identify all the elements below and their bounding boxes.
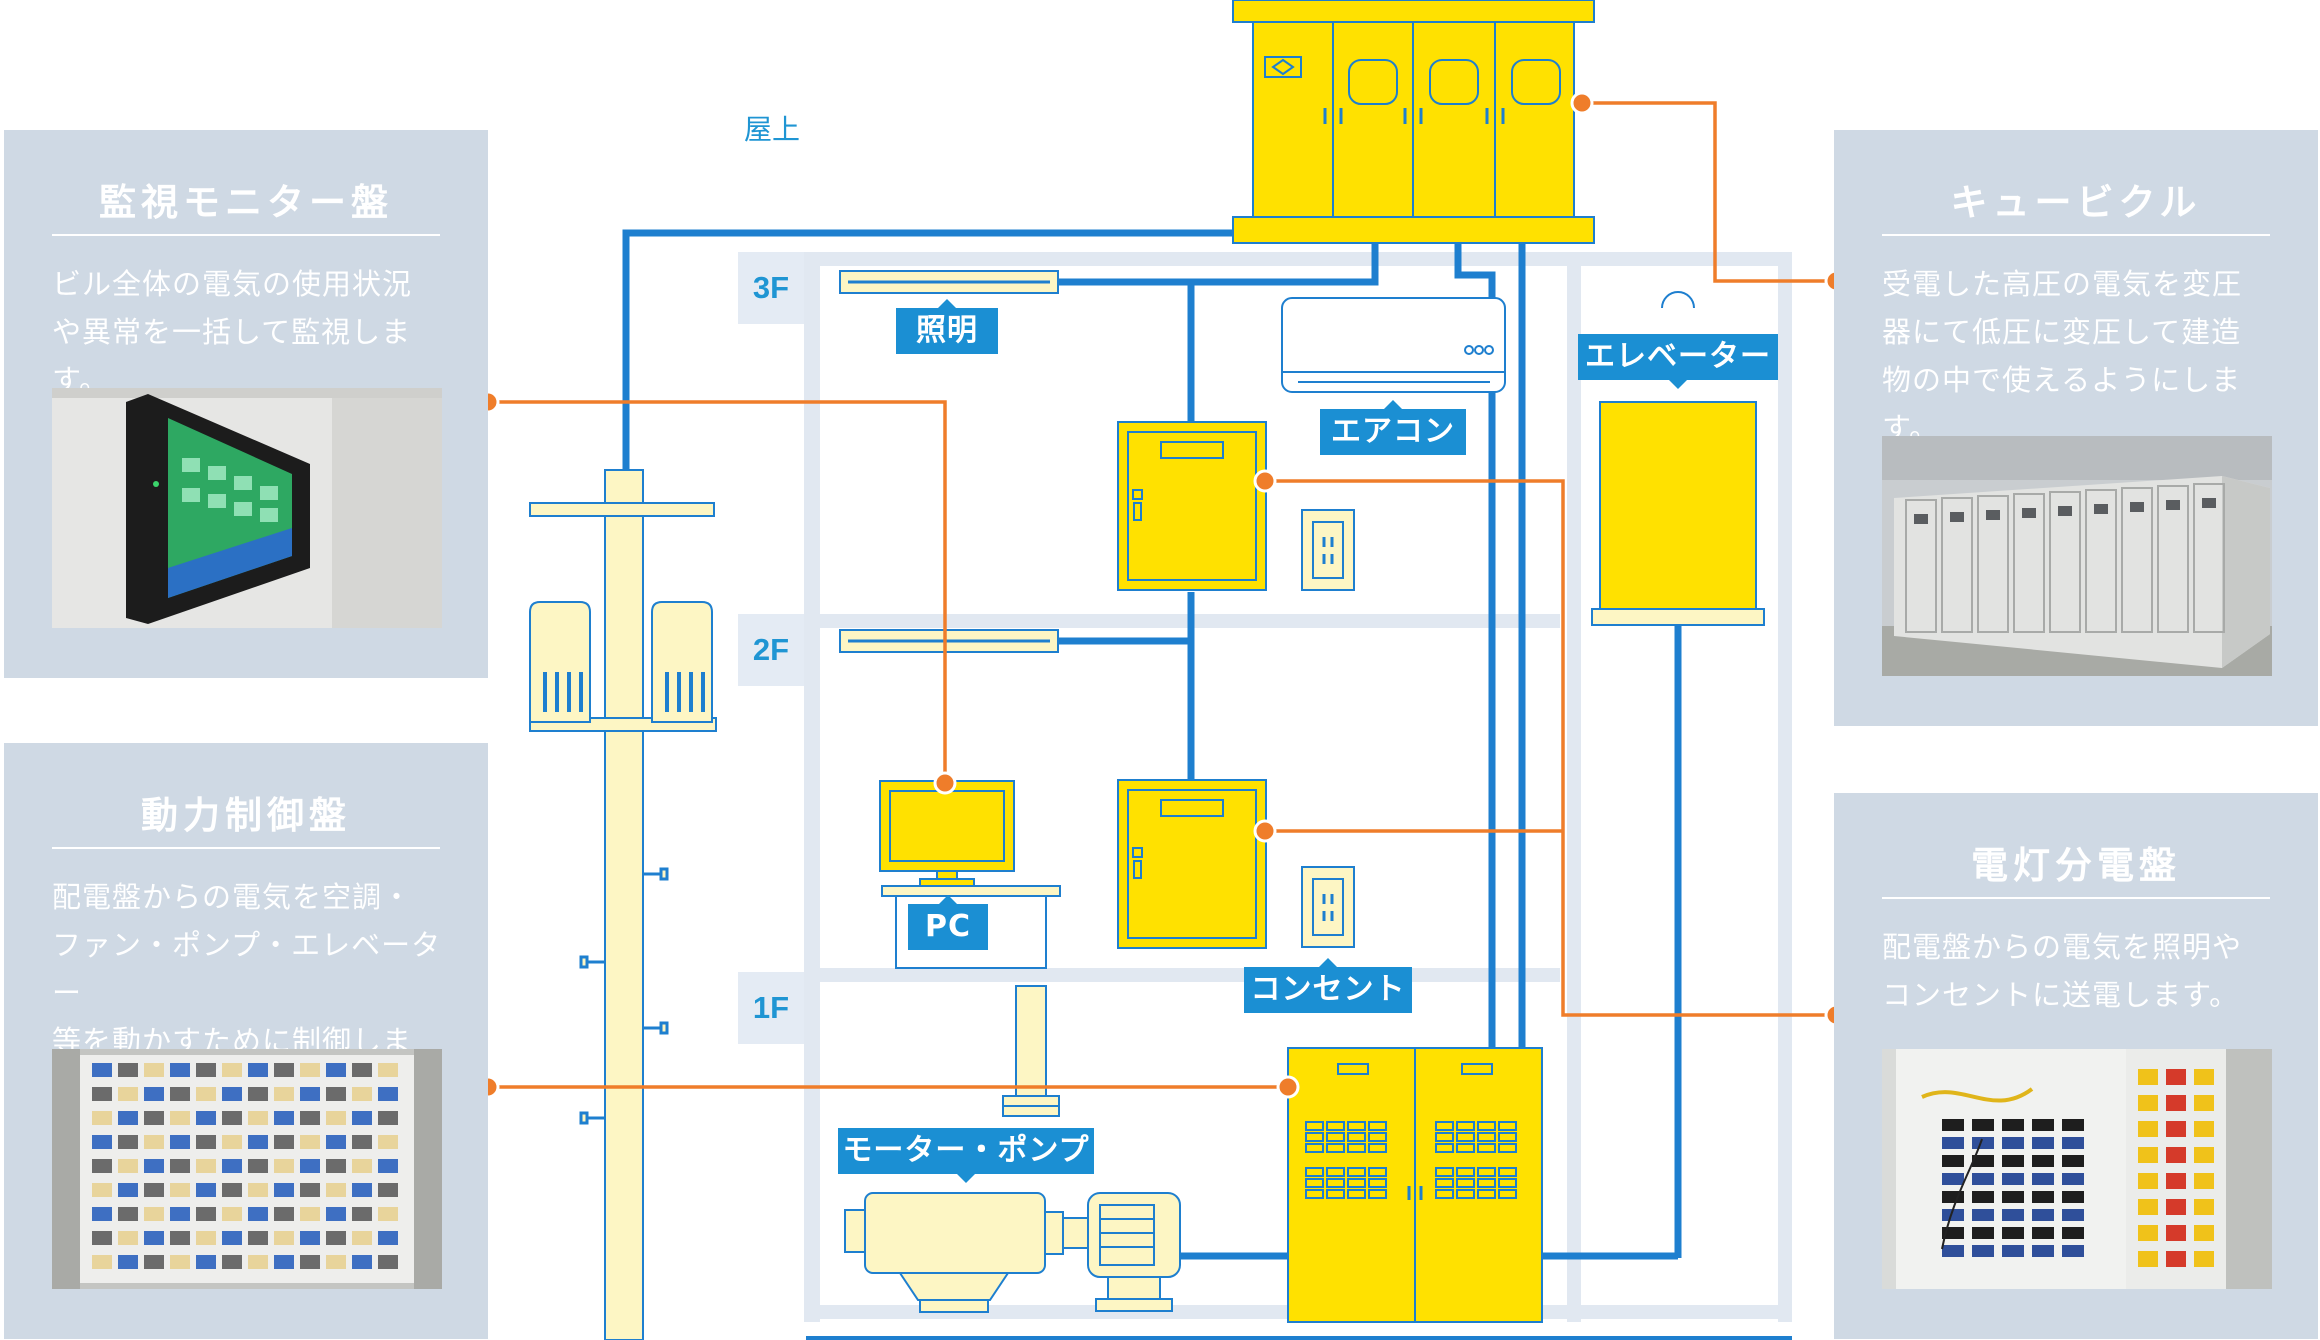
card-description: ビル全体の電気の使用状況 や異常を一括して監視します。 xyxy=(52,260,450,404)
card-title: 監視モニター盤 xyxy=(99,181,393,224)
outlet-tag: コンセント xyxy=(1244,958,1412,1013)
card-line: ファン・ポンプ・エレベーター xyxy=(52,928,442,1010)
card-divider xyxy=(1882,897,2270,899)
card-line: コンセントに送電します。 xyxy=(1882,978,2240,1012)
lighting-panel-photo xyxy=(1882,1049,2272,1289)
pc-tag: PC xyxy=(908,895,988,950)
outlet-3f xyxy=(1301,509,1355,591)
floor-label-2f: 2F xyxy=(738,614,804,686)
air-conditioner xyxy=(1281,297,1506,393)
card-divider xyxy=(52,847,440,849)
cubicle-photo xyxy=(1882,436,2272,676)
card-line: 受電した高圧の電気を変圧 xyxy=(1882,267,2243,301)
card-divider xyxy=(1882,234,2270,236)
card-divider xyxy=(52,234,440,236)
card-title: キュービクル xyxy=(1950,181,2202,224)
card-description: 配電盤からの電気を照明や コンセントに送電します。 xyxy=(1882,923,2280,1019)
card-line: ビル全体の電気の使用状況 xyxy=(52,267,413,301)
card-cubicle: キュービクル 受電した高圧の電気を変圧 器にて低圧に変圧して建造 物の中で使える… xyxy=(1834,130,2318,726)
lighting-panel-2f xyxy=(1117,779,1267,949)
ceiling-light-2f xyxy=(839,629,1059,653)
motor-pump-tag: モーター・ポンプ xyxy=(838,1128,1094,1183)
card-title: 動力制御盤 xyxy=(141,794,351,837)
card-power-control-panel: 動力制御盤 配電盤からの電気を空調・ ファン・ポンプ・エレベーター 等を動かすた… xyxy=(4,743,488,1339)
card-line: 配電盤からの電気を空調・ xyxy=(52,880,413,914)
floor-label-3f: 3F xyxy=(738,252,804,324)
callout-lines xyxy=(488,101,1836,1089)
card-description: 受電した高圧の電気を変圧 器にて低圧に変圧して建造 物の中で使えるようにします。 xyxy=(1882,260,2280,452)
floor-label-1f: 1F xyxy=(738,972,804,1044)
monitor-panel-photo xyxy=(52,388,442,628)
lighting-panel-3f xyxy=(1117,421,1267,591)
elevator-tag: エレベーター xyxy=(1578,334,1778,389)
utility-pole xyxy=(529,469,717,1340)
cubicle-unit xyxy=(1232,0,1595,244)
elevator-unit xyxy=(1591,291,1765,626)
aircon-tag: エアコン xyxy=(1320,400,1466,455)
roof-label: 屋上 xyxy=(744,113,801,146)
card-lighting-panel: 電灯分電盤 配電盤からの電気を照明や コンセントに送電します。 xyxy=(1834,793,2318,1339)
power-control-panel xyxy=(1287,1047,1543,1323)
power-control-panel-photo xyxy=(52,1049,442,1289)
card-line: 器にて低圧に変圧して建造 xyxy=(1882,315,2242,349)
card-line: 配電盤からの電気を照明や xyxy=(1882,930,2243,964)
card-title: 電灯分電盤 xyxy=(1971,844,2181,887)
outlet-2f xyxy=(1301,866,1355,948)
motor-pump xyxy=(844,985,1181,1313)
ceiling-light-3f xyxy=(839,270,1059,294)
card-monitor-panel: 監視モニター盤 ビル全体の電気の使用状況 や異常を一括して監視します。 xyxy=(4,130,488,678)
lighting-tag: 照明 xyxy=(896,299,998,354)
